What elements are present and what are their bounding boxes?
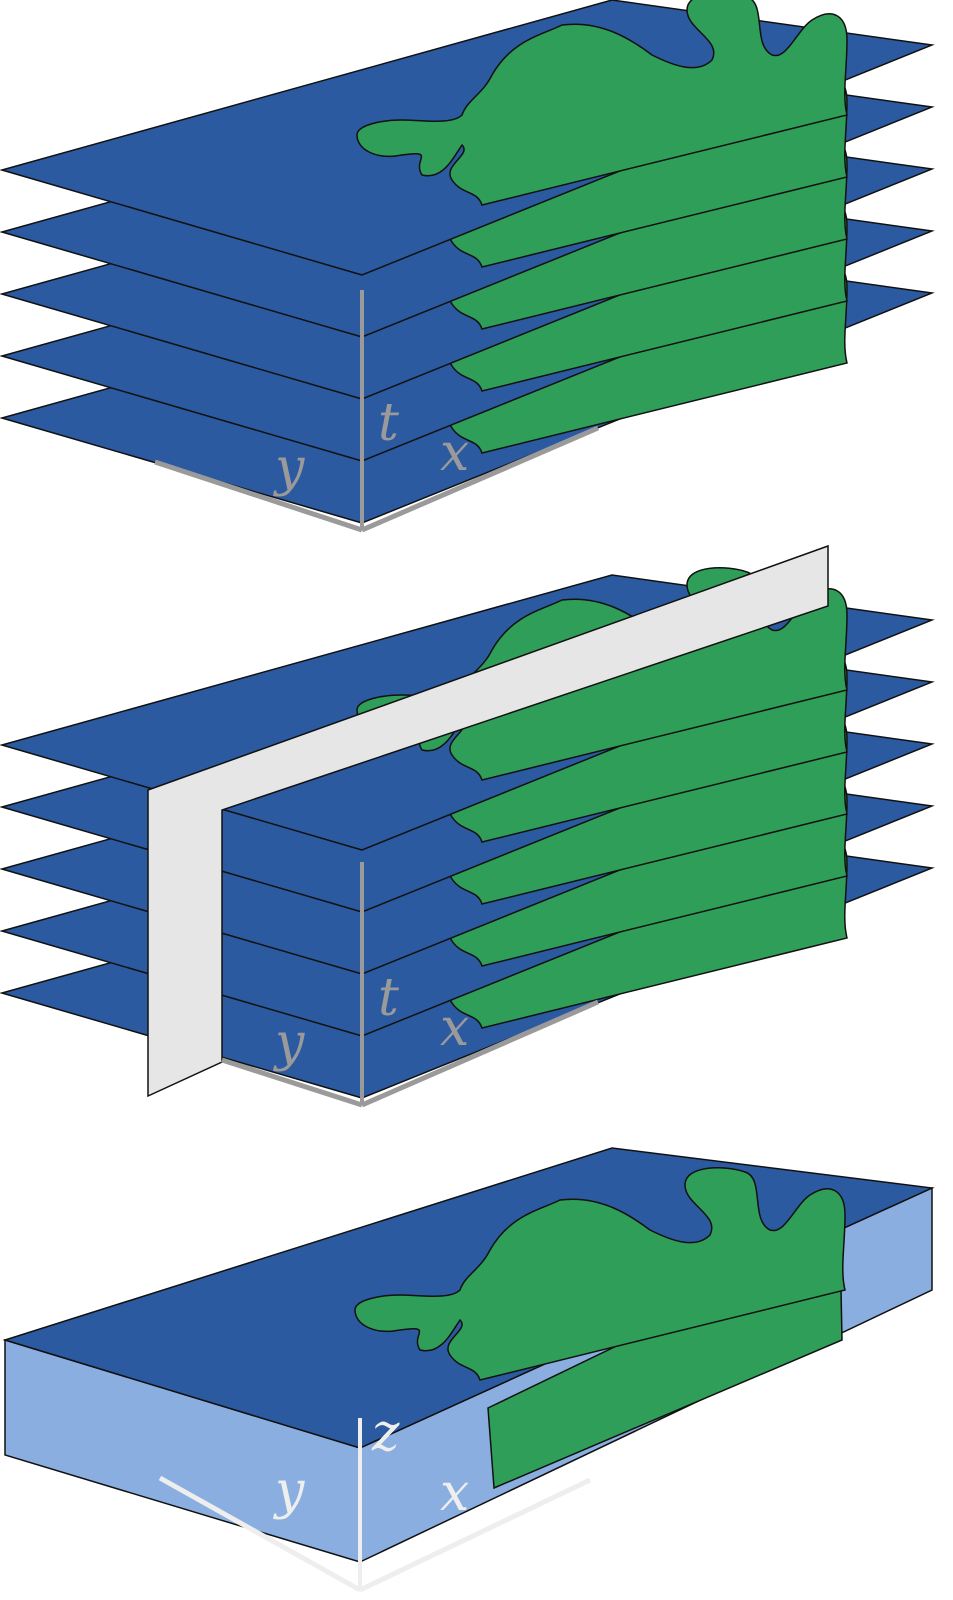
sliced-x-label: x [440,998,469,1058]
stack-panel: t x y [0,0,935,533]
stack-x-label: x [440,423,469,483]
sliced-panel: t x y [0,544,935,1108]
sliced-x-axis [360,999,600,1108]
sliced-t-label: t [378,968,399,1028]
slice-wall [147,544,829,1098]
slab-z-label: z [371,1403,400,1463]
stack-t-label: t [378,393,399,453]
slab-y-label: y [273,1461,305,1521]
sliced-y-axis [221,1057,363,1108]
slab-x-axis [358,1477,592,1593]
stack-y-label: y [273,438,305,498]
sliced-y-label: y [273,1013,305,1073]
slab-y-axis [158,1475,362,1593]
stack-sheet-group [0,0,935,524]
slab-x-label: x [440,1463,469,1523]
stack-x-axis [361,425,599,533]
slab-panel: z x y [2,1147,935,1593]
stack-y-axis [154,459,363,533]
